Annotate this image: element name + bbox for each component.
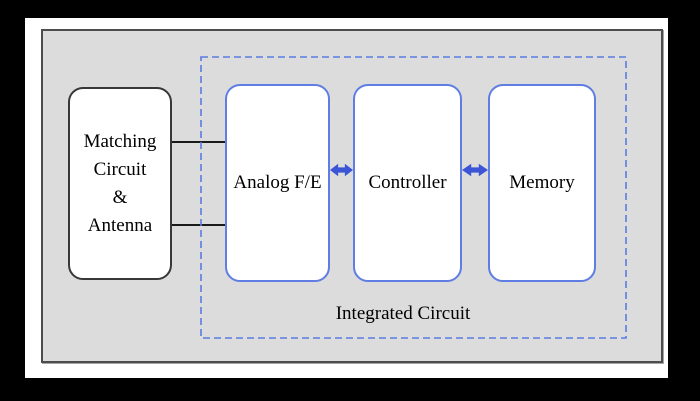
controller-label: Controller	[368, 172, 447, 193]
block-controller: Controller	[353, 84, 462, 282]
matching-block-label: Matching Circuit & Antenna	[84, 128, 157, 240]
matching-line-2: Circuit	[93, 158, 147, 180]
matching-line-1: Matching	[83, 130, 157, 152]
bidirectional-arrow-icon	[330, 163, 353, 177]
block-matching-circuit-antenna: Matching Circuit & Antenna	[68, 87, 172, 280]
matching-line-3: &	[112, 186, 128, 208]
ic-dashed-boundary	[200, 56, 627, 339]
block-memory: Memory	[488, 84, 596, 282]
connector-line-top	[172, 141, 226, 143]
bidirectional-arrow-icon	[462, 163, 488, 177]
connector-line-bottom	[172, 224, 226, 226]
ic-boundary-label: Integrated Circuit	[335, 303, 471, 324]
matching-line-4: Antenna	[87, 214, 153, 236]
memory-label: Memory	[509, 172, 575, 193]
analog-fe-label: Analog F/E	[233, 172, 322, 193]
block-analog-fe: Analog F/E	[225, 84, 330, 282]
